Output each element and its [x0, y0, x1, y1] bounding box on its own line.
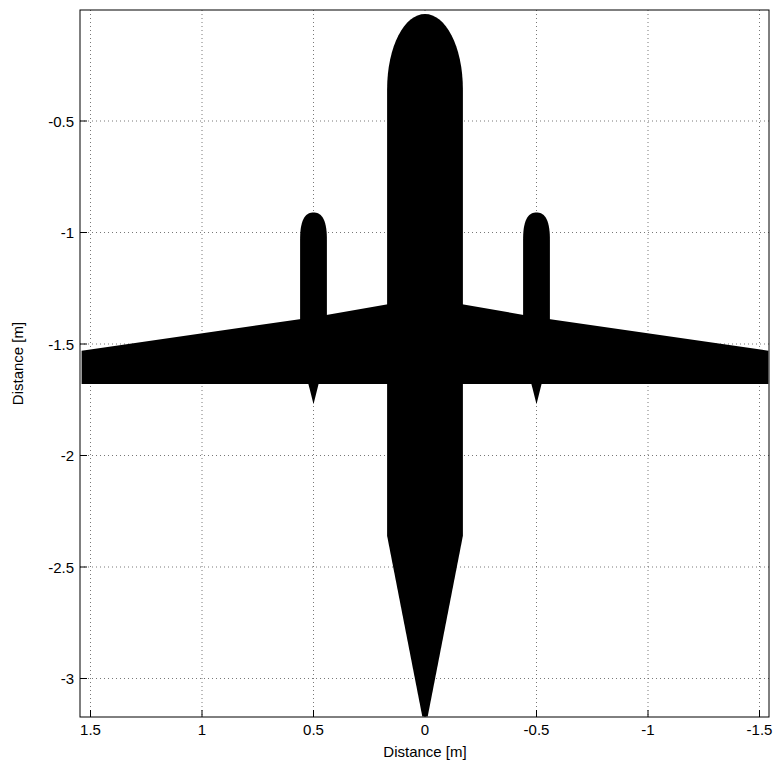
tick-label: 0.5	[303, 722, 324, 737]
tick-label: -1	[61, 225, 74, 240]
tick-label: 0	[421, 722, 429, 737]
tick-mark	[80, 455, 87, 456]
tick-label: -1	[641, 722, 654, 737]
tick-label: -0.5	[48, 114, 74, 129]
tick-mark	[536, 710, 537, 717]
grid	[80, 10, 769, 717]
tick-label: -2	[61, 448, 74, 463]
tick-mark	[313, 710, 314, 717]
tick-mark	[80, 344, 87, 345]
tick-mark	[759, 710, 760, 717]
tick-mark	[80, 232, 87, 233]
tick-mark	[80, 678, 87, 679]
nacelle-tail	[531, 382, 542, 404]
tick-label: -1.5	[747, 722, 773, 737]
tick-mark	[202, 710, 203, 717]
engine-nacelle	[300, 212, 327, 332]
tick-mark	[648, 710, 649, 717]
tick-mark	[90, 710, 91, 717]
aircraft-planform	[82, 14, 769, 716]
nacelle-tail	[308, 382, 319, 404]
tick-mark	[80, 121, 87, 122]
tick-label: -1.5	[48, 337, 74, 352]
wing	[461, 304, 769, 384]
tick-mark	[425, 710, 426, 717]
axis-label: Distance [m]	[383, 744, 466, 759]
tick-mark	[80, 567, 87, 568]
axes-box	[80, 10, 769, 717]
axis-label: Distance [m]	[11, 321, 26, 404]
tick-label: -2.5	[48, 560, 74, 575]
engine-nacelle	[523, 212, 550, 332]
tick-label: 1.5	[80, 722, 101, 737]
tick-label: 1	[198, 722, 206, 737]
axes	[80, 10, 769, 717]
tick-label: -0.5	[524, 722, 550, 737]
tick-label: -3	[61, 671, 74, 686]
fuselage	[387, 14, 463, 716]
wing	[82, 304, 390, 384]
